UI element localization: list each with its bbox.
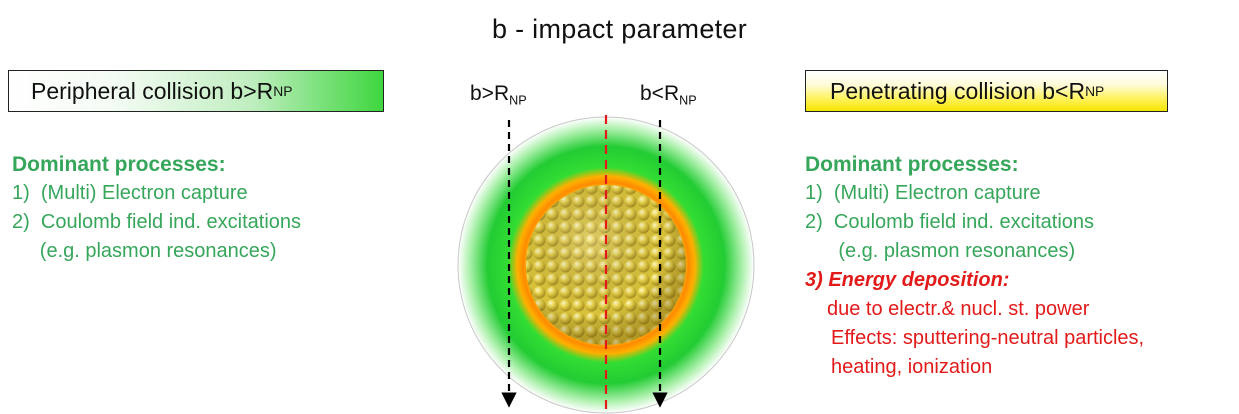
right-processes: Dominant processes: 1) (Multi) Electron … <box>805 150 1144 382</box>
penetrating-collision-subscript: NP <box>1085 83 1105 99</box>
peripheral-collision-subscript: NP <box>273 83 293 99</box>
penetrating-collision-label: Penetrating collision b<R <box>830 77 1086 104</box>
right-process-item-1: 1) (Multi) Electron capture <box>805 182 1041 204</box>
left-process-item-2: 2) Coulomb field ind. excitations <box>12 211 302 233</box>
energy-deposition-line-2: Effects: sputtering-neutral particles, <box>831 327 1145 349</box>
energy-deposition-heading: 3) Energy deposition: <box>805 269 1010 291</box>
marker-b-greater-r: b>RNP <box>470 82 527 107</box>
left-processes-heading: Dominant processes: <box>12 153 226 176</box>
energy-deposition-line-1: due to electr.& nucl. st. power <box>827 298 1090 320</box>
page-title: b - impact parameter <box>491 14 748 44</box>
right-process-item-3: (e.g. plasmon resonances) <box>805 240 1076 262</box>
left-process-item-1: 1) (Multi) Electron capture <box>12 182 248 204</box>
marker-b-less-r-text: b<R <box>640 82 680 105</box>
left-processes: Dominant processes: 1) (Multi) Electron … <box>12 150 301 266</box>
marker-b-less-r-subscript: NP <box>679 93 697 108</box>
right-process-item-2: 2) Coulomb field ind. excitations <box>805 211 1095 233</box>
marker-b-greater-r-subscript: NP <box>509 93 527 108</box>
marker-b-less-r: b<RNP <box>640 82 697 107</box>
energy-deposition-line-3: heating, ionization <box>831 356 993 378</box>
peripheral-collision-label: Peripheral collision b>R <box>31 77 274 104</box>
marker-b-greater-r-text: b>R <box>470 82 510 105</box>
right-processes-heading: Dominant processes: <box>805 153 1019 176</box>
left-process-item-3: (e.g. plasmon resonances) <box>12 240 277 262</box>
